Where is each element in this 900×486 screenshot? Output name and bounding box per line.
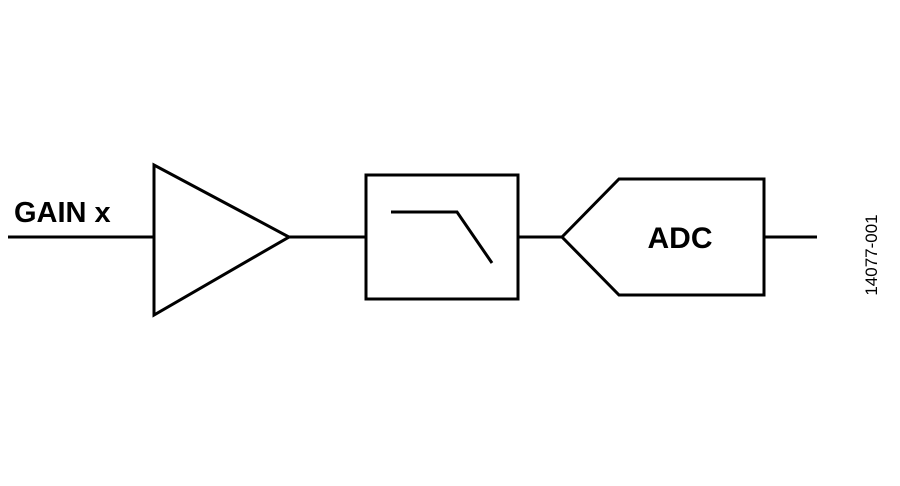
low-pass-response-icon xyxy=(391,210,494,264)
adc-label: ADC xyxy=(648,222,713,255)
figure-id: 14077-001 xyxy=(862,214,881,295)
low-pass-filter-block xyxy=(364,173,520,301)
gain-label: GAIN x xyxy=(14,197,111,229)
amplifier-symbol xyxy=(152,162,293,318)
